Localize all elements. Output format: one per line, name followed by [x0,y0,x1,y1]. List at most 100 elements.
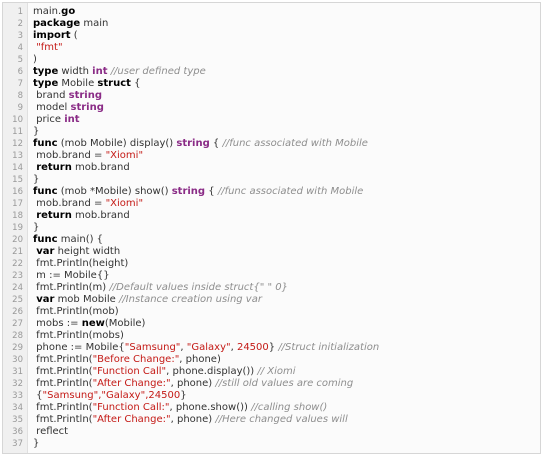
code-line: 18 return mob.brand [3,210,540,222]
code-token: price [33,114,65,125]
comment-token: //Default values inside struct{" " 0} [109,282,288,293]
code-text: main.go [33,6,75,18]
code-line: 14 return mob.brand [3,162,540,174]
code-line: 2 package main [3,18,540,30]
string-token: "Xiomi" [105,150,144,161]
code-token: brand [33,90,69,101]
line-number: 32 [12,379,23,389]
string-token: "Xiomi" [105,198,144,209]
string-token: "Galaxy" [186,342,231,353]
code-text: reflect [33,426,68,438]
code-token: { [130,78,141,89]
line-number: 27 [12,319,23,329]
line-number: 18 [12,211,23,221]
line-number: 10 [12,115,23,125]
keyword-token: struct [97,78,131,89]
line-number: 11 [12,127,23,137]
code-token: main() { [57,234,104,245]
line-number: 31 [12,367,23,377]
code-text: var mob Mobile //Instance creation using… [33,294,262,306]
string-token: "Samsung" [124,342,181,353]
code-text: mob.brand = "Xiomi" [33,150,143,162]
keyword-token: func [33,234,58,245]
code-text: price int [33,114,80,126]
code-text: } [33,126,39,138]
code-text: var height width [33,246,120,258]
code-text: mob.brand = "Xiomi" [33,198,143,210]
code-text: package main [33,18,108,30]
line-number: 30 [12,355,23,365]
comment-token: //calling show() [251,402,328,413]
code-token: fmt.Println(mob) [33,306,119,317]
code-text: return mob.brand [33,210,130,222]
code-text: type width int //user defined type [33,66,206,78]
code-line: 26 fmt.Println(mob) [3,306,540,318]
code-token: width [58,66,93,77]
code-token: fmt.Println( [33,414,93,425]
code-text: } [33,222,39,234]
code-text: func (mob Mobile) display() string { //f… [33,138,368,150]
comment-token: //Here changed values will [215,414,348,425]
code-line: 28 fmt.Println(mobs) [3,330,540,342]
code-line: 19} [3,222,540,234]
keyword-token: new [81,318,105,329]
line-number: 9 [17,103,23,113]
code-text: fmt.Println(m) //Default values inside s… [33,282,288,294]
code-text: import ( [33,30,78,42]
code-token: ( [70,30,78,41]
code-text: mobs := new(Mobile) [33,318,145,330]
keyword-token: import [33,30,71,41]
line-number: 37 [12,439,23,449]
code-token: fmt.Println( [33,378,93,389]
code-text: } [33,174,39,186]
code-token: , phone.show()) [169,402,252,413]
code-line: 11} [3,126,540,138]
code-token: , [180,342,187,353]
code-line: 13 mob.brand = "Xiomi" [3,150,540,162]
comment-token: //user defined type [110,66,206,77]
code-token: mob.brand [71,210,130,221]
line-number: 35 [12,415,23,425]
code-text: model string [33,102,104,114]
code-text: type Mobile struct { [33,78,140,90]
code-line: 9 model string [3,102,540,114]
type-token: string [68,90,103,101]
code-text: } [33,438,39,450]
line-number: 36 [12,427,23,437]
code-line: 31 fmt.Println("Function Call", phone.di… [3,366,540,378]
line-number: 17 [12,199,23,209]
line-number: 2 [17,19,23,29]
line-number: 16 [12,187,23,197]
code-line: 33 {"Samsung","Galaxy",24500} [3,390,540,402]
code-line: 22 fmt.Println(height) [3,258,540,270]
code-line: 10 price int [3,114,540,126]
code-token: , phone) [170,378,216,389]
line-number: 25 [12,295,23,305]
code-token: main. [33,6,62,17]
code-token: , phone) [170,414,216,425]
code-token: } [33,438,40,449]
code-token: mob.brand = [33,150,106,161]
line-number: 19 [12,223,23,233]
comment-token: //Struct initialization [278,342,380,353]
code-line: 23 m := Mobile{} [3,270,540,282]
line-number: 14 [12,163,23,173]
comment-token: //Instance creation using var [118,294,262,305]
code-token: mobs := [33,318,82,329]
comment-token: //still old values are coming [215,378,354,389]
string-token: "fmt" [36,42,63,53]
code-line: 21 var height width [3,246,540,258]
comment-token: //func associated with Mobile [217,186,364,197]
line-number: 20 [12,235,23,245]
keyword-token: func [33,138,58,149]
code-token: model [33,102,71,113]
code-text: ) [33,54,37,66]
code-token: phone := Mobile{ [33,342,125,353]
string-token: "After Change:" [92,378,171,389]
type-token: int [64,114,80,125]
keyword-token: return [36,162,72,173]
code-token: fmt.Println( [33,366,93,377]
